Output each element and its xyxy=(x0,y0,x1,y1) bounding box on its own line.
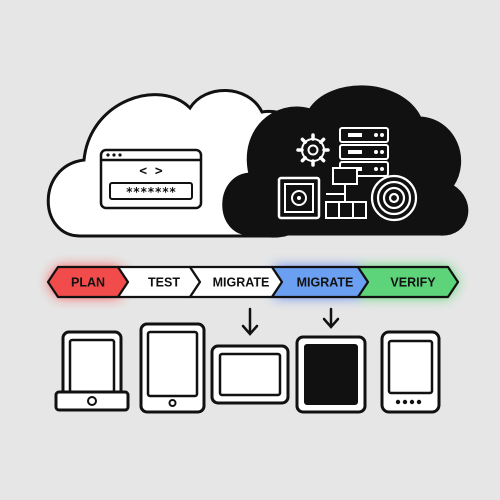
step-label: MIGRATE xyxy=(297,276,354,290)
tablet-filled-icon xyxy=(295,335,367,414)
step-label: PLAN xyxy=(71,276,105,290)
step-1: PLAN xyxy=(46,265,130,299)
step-2: TEST xyxy=(116,265,202,299)
arrow-down-icon xyxy=(322,307,340,329)
right-cloud xyxy=(222,85,469,236)
network-tree-icon xyxy=(325,167,367,219)
devices-row xyxy=(54,322,441,414)
arrow-down-icon xyxy=(241,307,259,336)
laptop-icon xyxy=(54,330,130,412)
step-5: VERIFY xyxy=(356,265,460,299)
code-glyph: < > xyxy=(139,164,163,179)
tablet-landscape-icon xyxy=(210,344,290,405)
migration-steps-bar: PLAN TEST MIGRATE MIGRATE VERIFY xyxy=(46,265,460,299)
left-cloud: < > ******* xyxy=(46,89,316,238)
step-label: MIGRATE xyxy=(213,276,270,290)
target-disk-icon xyxy=(370,174,418,222)
browser-code-window-icon: < > ******* xyxy=(99,148,203,210)
smartphone-icon xyxy=(380,330,441,414)
step-label: VERIFY xyxy=(390,276,436,290)
gear-icon xyxy=(296,133,330,167)
step-4: MIGRATE xyxy=(270,265,370,299)
password-mask: ******* xyxy=(126,185,177,199)
tablet-portrait-icon xyxy=(139,322,206,414)
step-arrow-shape xyxy=(356,265,460,299)
step-3: MIGRATE xyxy=(188,265,284,299)
down-arrows xyxy=(241,307,340,336)
step-label: TEST xyxy=(148,276,180,290)
safe-icon xyxy=(277,176,321,220)
